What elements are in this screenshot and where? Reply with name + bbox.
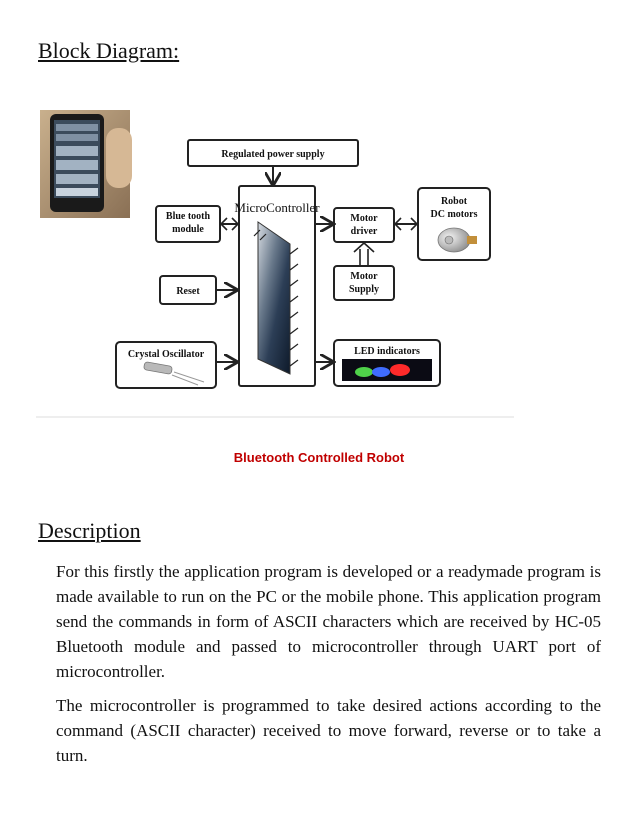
heading-colon: : <box>173 38 180 63</box>
motor-supply-label-line1: Motor <box>350 271 378 282</box>
description-heading: Description <box>38 518 141 543</box>
bluetooth-label-line2: module <box>172 224 204 235</box>
block-diagram-heading-text: Block Diagram <box>38 38 174 63</box>
motor-driver-label-line2: driver <box>351 226 378 237</box>
driver-to-motors-arrow <box>393 217 419 231</box>
crystal-label: Crystal Oscillator <box>128 349 205 360</box>
reset-label: Reset <box>176 286 200 297</box>
robot-label-line2: DC motors <box>431 209 478 220</box>
phone-image <box>40 110 132 218</box>
robot-label-line1: Robot <box>441 196 468 207</box>
motor-supply-label-line2: Supply <box>349 284 379 295</box>
description-paragraph-2: The microcontroller is programmed to tak… <box>56 696 601 765</box>
robot-dc-motors-block: Robot DC motors <box>417 187 491 261</box>
bluetooth-module-block: Blue tooth module <box>155 205 221 243</box>
motor-driver-label-line1: Motor <box>350 213 378 224</box>
power-supply-label: Regulated power supply <box>221 149 324 160</box>
crystal-image <box>143 361 205 386</box>
led-label: LED indicators <box>354 346 420 357</box>
microcontroller-label: MicroController <box>234 200 320 215</box>
supply-to-driver-arrow <box>353 241 375 266</box>
diagram-caption: Bluetooth Controlled Robot <box>233 450 405 465</box>
chip-image <box>257 221 291 375</box>
bluetooth-arrow <box>219 217 240 231</box>
bluetooth-label-line1: Blue tooth <box>166 211 211 222</box>
crystal-oscillator-block: Crystal Oscillator <box>115 341 217 389</box>
motor-driver-block: Motor driver <box>333 207 395 243</box>
block-diagram: Regulated power supply MicroController B… <box>36 104 514 420</box>
description-paragraph-1: For this firstly the application program… <box>56 562 601 681</box>
led-indicators-block: LED indicators <box>333 339 441 387</box>
block-diagram-heading: Block Diagram: <box>38 38 179 64</box>
power-supply-block: Regulated power supply <box>187 139 359 167</box>
motor-supply-block: Motor Supply <box>333 265 395 301</box>
reset-block: Reset <box>159 275 217 305</box>
microcontroller-block: MicroController <box>234 185 320 387</box>
dc-motor-image <box>437 227 477 253</box>
